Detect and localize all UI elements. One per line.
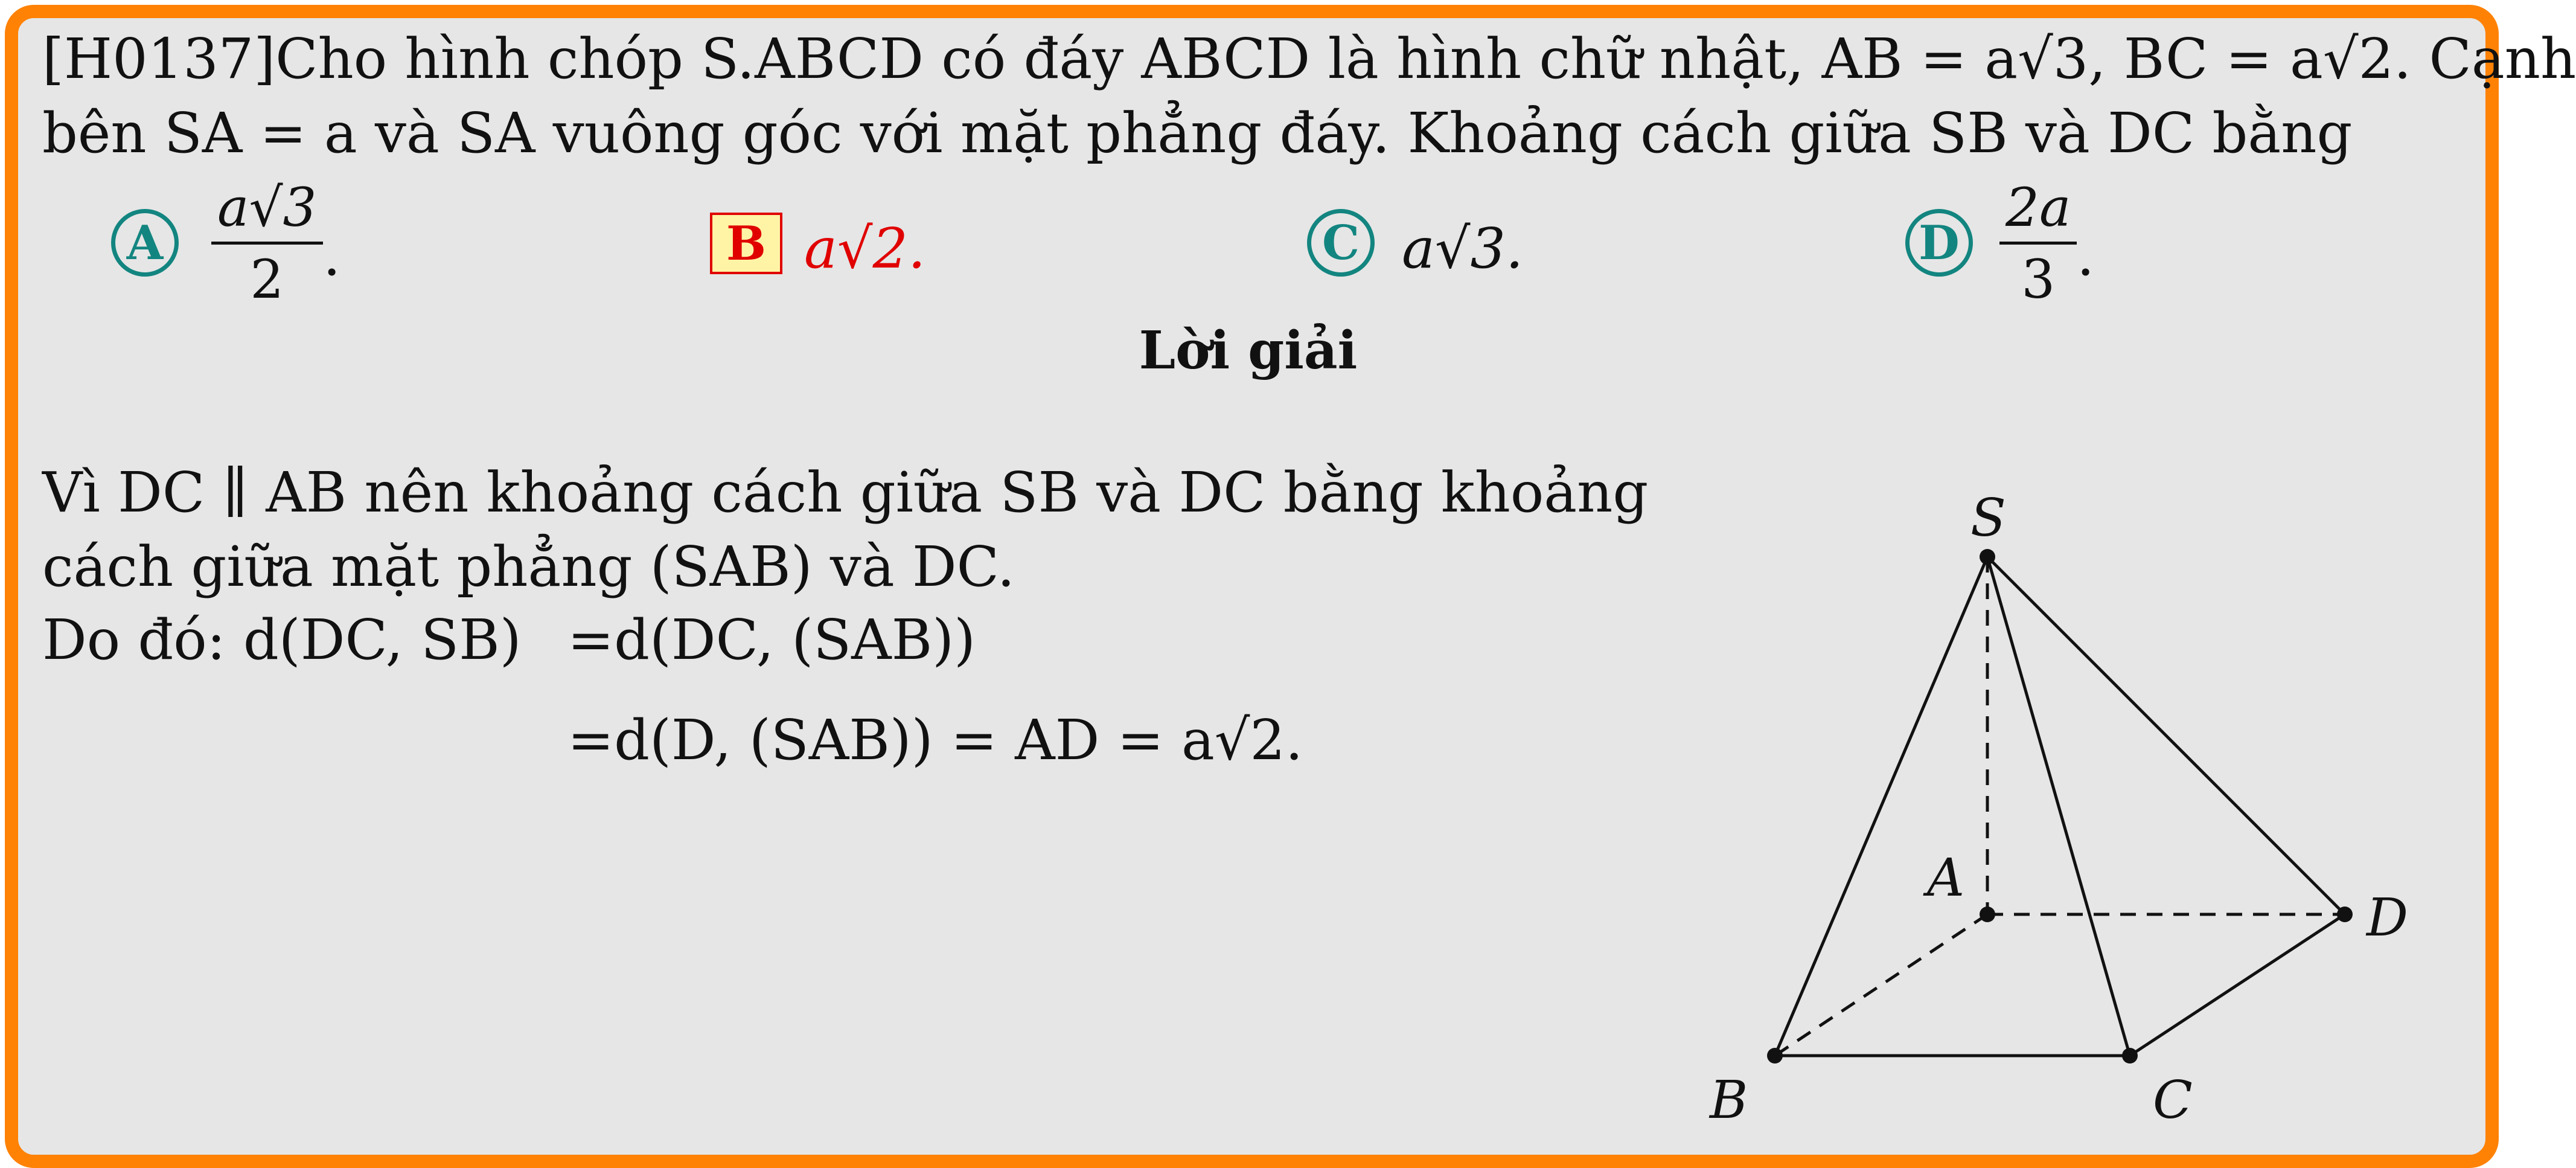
label-A: A xyxy=(1927,848,1965,908)
choice-c-answer[interactable]: a√3. xyxy=(1402,216,1524,281)
solution-line-3-left: Do đó: d(DC, SB) xyxy=(42,608,522,672)
fraction-bar xyxy=(1999,242,2077,245)
question-line-2: bên SA = a và SA vuông góc với mặt phẳng… xyxy=(42,101,2353,165)
label-D: D xyxy=(2367,888,2408,948)
question-line-1: [H0137]Cho hình chóp S.ABCD có đáy ABCD … xyxy=(42,27,2576,91)
choice-d-marker[interactable]: D xyxy=(1905,209,1973,277)
vertex-C xyxy=(2122,1048,2138,1064)
edge-AB-hidden xyxy=(1774,913,1989,1057)
choice-a-marker[interactable]: A xyxy=(111,209,179,277)
vertex-B xyxy=(1767,1048,1783,1064)
fraction-bar xyxy=(211,242,323,245)
pyramid-figure xyxy=(1767,549,2353,1064)
solution-line-3-right: =d(DC, (SAB)) xyxy=(567,608,976,672)
solution-line-2: cách giữa mặt phẳng (SAB) và DC. xyxy=(42,534,1015,599)
choice-d-fraction[interactable]: 2a 3 xyxy=(1999,181,2077,306)
solution-heading: Lời giải xyxy=(1139,320,1358,381)
edge-SD xyxy=(1986,556,2346,916)
choice-a-numerator: a√3 xyxy=(217,176,317,239)
choice-b-answer[interactable]: a√2. xyxy=(804,216,926,281)
choice-a-denominator: 2 xyxy=(250,248,284,310)
choice-a-suffix: . xyxy=(323,223,341,288)
label-C: C xyxy=(2153,1070,2193,1131)
choice-c-marker[interactable]: C xyxy=(1307,209,1375,277)
vertex-S xyxy=(1980,549,1995,565)
choice-d-denominator: 3 xyxy=(2021,248,2056,310)
solution-line-1: Vì DC ∥ AB nên khoảng cách giữa SB và DC… xyxy=(42,460,1649,525)
edge-SB xyxy=(1773,556,1989,1056)
vertex-A xyxy=(1980,906,1995,922)
solution-line-4: =d(D, (SAB)) = AD = a√2. xyxy=(567,708,1303,772)
question-card xyxy=(5,5,2499,1168)
choice-d-suffix: . xyxy=(2077,223,2095,288)
edge-CD xyxy=(2129,913,2346,1057)
label-B: B xyxy=(1710,1070,1748,1131)
choice-d-numerator: 2a xyxy=(2006,176,2071,239)
vertex-D xyxy=(2337,906,2353,922)
choice-a-fraction[interactable]: a√3 2 xyxy=(211,181,323,306)
label-S: S xyxy=(1970,488,2006,548)
choice-b-marker[interactable]: B xyxy=(710,213,782,274)
edge-SC xyxy=(1986,556,2132,1056)
